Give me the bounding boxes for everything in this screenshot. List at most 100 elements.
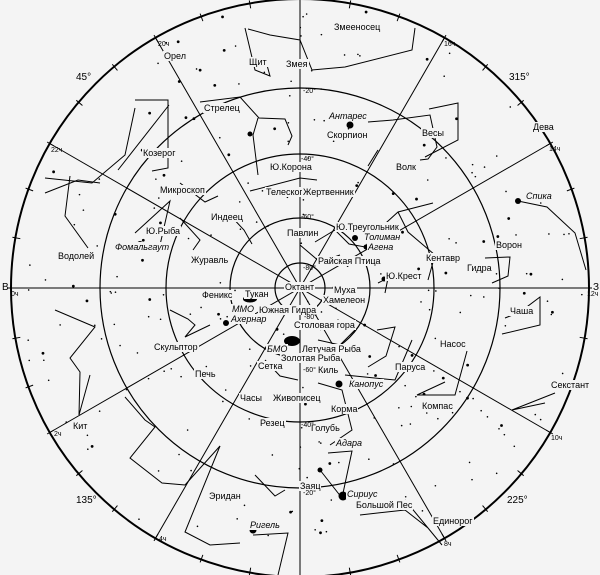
- faint-star: [71, 284, 75, 288]
- faint-star: [119, 344, 121, 347]
- faint-star: [539, 418, 542, 421]
- faint-star: [157, 62, 159, 65]
- faint-star: [184, 116, 188, 120]
- bright-star: [338, 491, 348, 501]
- faint-star: [466, 363, 470, 367]
- faint-star: [90, 445, 94, 448]
- faint-star: [441, 376, 445, 380]
- bright-star: [346, 121, 354, 129]
- faint-star: [472, 397, 474, 400]
- faint-star: [302, 199, 305, 201]
- faint-star: [546, 300, 549, 302]
- constellation-line: [64, 175, 89, 249]
- faint-star: [400, 424, 403, 427]
- faint-star: [363, 323, 367, 327]
- constellation-label: Паруса: [394, 362, 427, 372]
- faint-star: [157, 470, 160, 472]
- faint-star: [222, 400, 224, 403]
- star-label: Ахернар: [230, 314, 268, 324]
- faint-star: [239, 228, 242, 230]
- faint-star: [496, 235, 500, 238]
- star-label: Агена: [367, 242, 395, 252]
- faint-star: [415, 197, 418, 201]
- faint-star: [180, 375, 182, 378]
- constellation-line: [397, 211, 436, 281]
- hour-label: 8ч: [444, 541, 452, 548]
- constellation-label: Насос: [439, 339, 467, 349]
- faint-star: [287, 140, 290, 143]
- faint-star: [205, 365, 208, 368]
- faint-star: [178, 453, 180, 456]
- faint-star: [200, 306, 202, 309]
- constellation-label: Орел: [163, 51, 187, 61]
- faint-star: [221, 15, 224, 19]
- faint-star: [426, 179, 429, 181]
- star-label: ММО: [231, 304, 255, 314]
- faint-star: [217, 312, 220, 316]
- faint-star: [28, 359, 31, 362]
- horizon-tick: [248, 0, 252, 9]
- constellation-label: Большой Пес: [355, 500, 414, 510]
- bright-star: [223, 320, 229, 326]
- faint-star: [404, 495, 407, 498]
- faint-star: [422, 392, 426, 396]
- faint-star: [471, 163, 474, 166]
- constellation-label: Южная Гидра: [258, 305, 318, 315]
- faint-star: [302, 15, 304, 18]
- faint-star: [159, 221, 162, 225]
- faint-star: [238, 83, 240, 85]
- cardinal-direction-label: В: [2, 282, 9, 293]
- faint-star: [78, 193, 81, 196]
- faint-star: [218, 136, 221, 139]
- declination-label: -20°: [303, 490, 316, 497]
- faint-star: [451, 411, 454, 414]
- constellation-label: Хамелеон: [322, 295, 367, 305]
- faint-star: [323, 119, 325, 122]
- faint-star: [422, 143, 426, 147]
- faint-star: [187, 237, 190, 240]
- hour-label: 12ч: [587, 291, 599, 298]
- faint-star: [59, 324, 61, 326]
- faint-star: [190, 469, 192, 472]
- bright-star: [247, 131, 253, 137]
- horizon-tick: [75, 99, 83, 106]
- constellation-line: [511, 392, 556, 411]
- faint-star: [437, 417, 439, 420]
- faint-star: [219, 318, 222, 320]
- constellation-label: Скорпион: [326, 130, 369, 140]
- faint-star: [398, 407, 400, 409]
- faint-star: [495, 155, 498, 157]
- faint-star: [304, 402, 307, 406]
- star-label: Спика: [525, 191, 553, 201]
- faint-star: [163, 370, 165, 372]
- faint-star: [196, 525, 199, 528]
- faint-star: [471, 171, 473, 174]
- faint-star: [96, 245, 99, 247]
- constellation-label: Кит: [72, 421, 89, 431]
- faint-star: [368, 355, 372, 358]
- hour-label: 20ч: [158, 41, 170, 48]
- faint-star: [148, 111, 152, 115]
- azimuth-label: 135°: [76, 495, 97, 506]
- large-magellanic-cloud: [284, 336, 300, 346]
- faint-star: [113, 212, 117, 216]
- constellation-label: Резец: [259, 418, 286, 428]
- faint-star: [289, 510, 292, 514]
- constellation-label: Волк: [395, 162, 417, 172]
- horizon-tick: [545, 141, 554, 147]
- star-label: Адара: [335, 438, 363, 448]
- faint-star: [319, 442, 322, 444]
- faint-star: [93, 324, 96, 327]
- faint-star: [41, 351, 45, 355]
- faint-star: [409, 423, 412, 425]
- faint-star: [73, 223, 76, 226]
- star-label: Сириус: [346, 489, 379, 499]
- faint-star: [162, 173, 166, 177]
- faint-star: [113, 323, 116, 326]
- constellation-line: [184, 445, 241, 546]
- faint-star: [466, 396, 469, 400]
- bright-star: [317, 467, 323, 473]
- faint-star: [238, 201, 241, 203]
- constellation-label: Дева: [532, 122, 555, 132]
- constellation-line: [134, 199, 171, 246]
